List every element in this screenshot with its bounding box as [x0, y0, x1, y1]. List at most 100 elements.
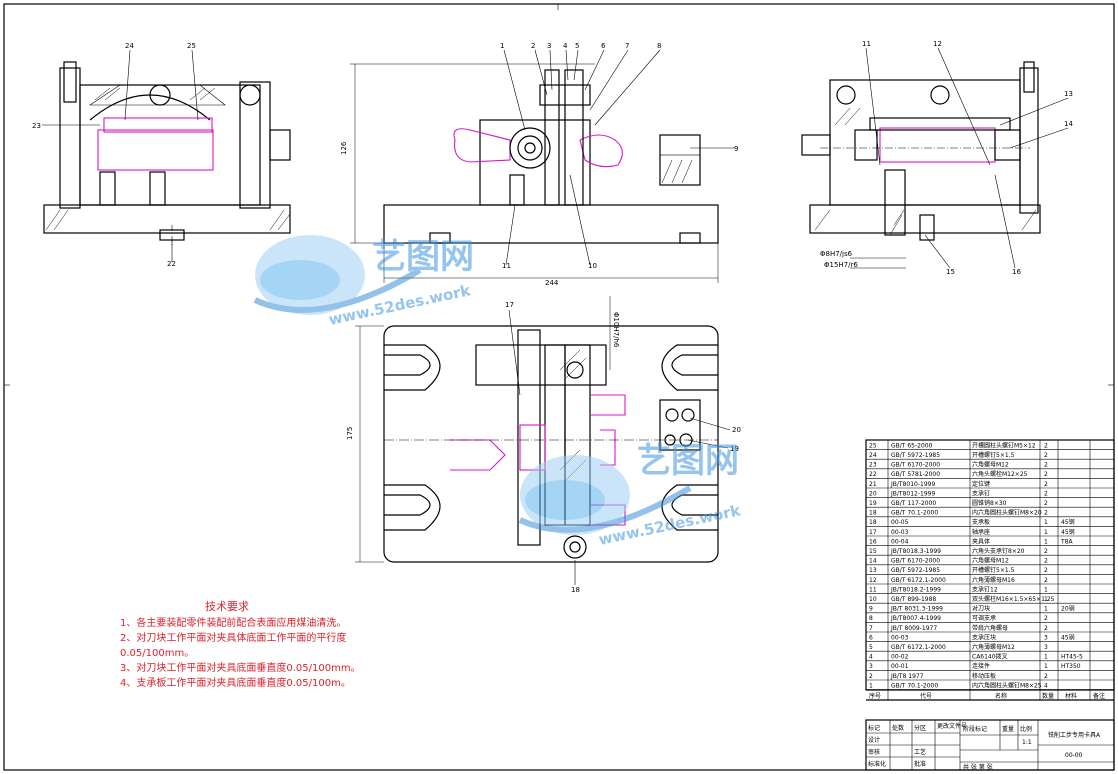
- callout-front-7: 7: [625, 42, 629, 50]
- tb-scale: 1:1: [1022, 739, 1032, 746]
- callout-right-16: 16: [1012, 268, 1021, 276]
- tb-role-design: 设计: [868, 736, 880, 744]
- bom-cell-name: 可调支承: [972, 614, 996, 622]
- callout-front-10: 10: [588, 262, 597, 270]
- tb-drawing-no: 00-00: [1065, 752, 1083, 759]
- bom-cell-qty: 2: [1044, 452, 1048, 459]
- bom-cell-code: GB/T 6172.1-2000: [891, 577, 946, 584]
- bom-cell-name: 内六角圆柱头螺钉M8×20: [972, 509, 1042, 517]
- dim-front-width: 244: [545, 279, 559, 287]
- tb-drawing-title: 铣削工步专用卡具A: [1048, 731, 1101, 739]
- bom-cell-qty: 1: [1044, 529, 1048, 536]
- right-side-view: [801, 61, 1041, 269]
- callout-right-15: 15: [946, 268, 955, 276]
- bom-header-note: 备注: [1093, 692, 1105, 700]
- bom-cell-name: 六角头支承钉8×20: [972, 547, 1025, 555]
- bom-cell-name: 支承压块: [972, 633, 996, 641]
- bom-cell-name: 开槽螺钉5×1.5: [972, 566, 1015, 574]
- bom-cell-qty: 2: [1044, 490, 1048, 497]
- bom-cell-no: 16: [869, 538, 877, 545]
- bom-cell-qty: 1: [1044, 596, 1048, 603]
- callout-left-22: 22: [167, 260, 176, 268]
- bom-cell-mat: 45钢: [1061, 528, 1075, 536]
- bom-cell-no: 11: [869, 586, 877, 593]
- bom-cell-qty: 2: [1044, 577, 1048, 584]
- tech-line: 1、各主要装配零件装配前配合表面应用煤油清洗。: [120, 616, 346, 629]
- bom-cell-mat: 45钢: [1061, 518, 1075, 526]
- tb-std: 标准化: [868, 760, 886, 768]
- bom-header-no: 序号: [869, 692, 881, 700]
- bom-cell-name: 移动压板: [972, 672, 996, 680]
- bom-cell-code: GB/T 899-1988: [891, 596, 936, 603]
- callout-left-24: 24: [125, 42, 134, 50]
- bom-cell-code: JB/T8012-1999: [890, 490, 935, 497]
- tb-sign-zone: 分区: [914, 724, 926, 732]
- bom-cell-code: 00-04: [891, 538, 909, 545]
- bom-cell-code: GB/T 6170-2000: [891, 558, 940, 565]
- tb-sign-change: 更改文件号: [937, 722, 967, 730]
- bom-cell-qty: 2: [1044, 567, 1048, 574]
- bom-cell-name: 六角薄螺母M16: [972, 576, 1015, 584]
- callouts-right: [865, 47, 1069, 269]
- bom-cell-no: 15: [869, 548, 877, 555]
- callout-front-6: 6: [601, 42, 606, 50]
- tb-role-approve: 批准: [914, 760, 926, 768]
- bom-cell-name: 支承板: [972, 518, 990, 526]
- bom-cell-mat: 45钢: [1061, 633, 1075, 641]
- bom-cell-no: 20: [869, 490, 877, 497]
- bom-cell-no: 8: [869, 615, 873, 622]
- bom-cell-no: 19: [869, 500, 877, 507]
- bom-cell-no: 22: [869, 471, 877, 478]
- bom-cell-name: 轴承座: [972, 528, 990, 536]
- bom-cell-name: 圆锥销8×30: [972, 499, 1007, 507]
- bom-cell-mat: HT45-5: [1061, 654, 1083, 661]
- bom-cell-name: CA6140拨叉: [972, 653, 1008, 661]
- bom-cell-name: 对刀块: [972, 605, 990, 613]
- bom-cell-code: JB/T 8009-1977: [890, 625, 937, 632]
- bom-header-name: 名称: [995, 692, 1007, 700]
- bom-cell-name: 开槽圆柱头螺钉M5×12: [972, 441, 1036, 449]
- tb-role-process: 工艺: [914, 748, 926, 756]
- bom-cell-name: 六角螺母M12: [972, 557, 1009, 565]
- bom-cell-code: GB/T 65-2000: [891, 442, 933, 449]
- bom-header-row: 序号 代号 名称 数量 材料 备注: [866, 689, 1114, 701]
- bom-cell-code: JB/T8018.2-1999: [890, 586, 941, 593]
- bom-cell-code: GB/T 70.1-2000: [891, 682, 938, 689]
- bom-cell-name: 带肩六角螺母: [972, 624, 1008, 632]
- callout-front-1: 1: [500, 42, 504, 50]
- dim-right-fit2: Φ15H7/r6: [824, 261, 858, 269]
- bom-cell-qty: 1: [1044, 519, 1048, 526]
- callouts-top: [508, 309, 731, 585]
- drawing-frame: [3, 3, 1115, 771]
- bom-cell-qty: 2: [1044, 462, 1048, 469]
- bom-cell-qty: 2: [1044, 471, 1048, 478]
- bom-cell-no: 12: [869, 577, 877, 584]
- callout-front-8: 8: [657, 42, 661, 50]
- bom-cell-mat: HT350: [1061, 663, 1081, 670]
- bom-cell-code: GB/T 5972-1985: [891, 567, 940, 574]
- callout-top-20: 20: [732, 426, 741, 434]
- bom-cell-code: GB/T 5972-1985: [891, 452, 940, 459]
- watermark-brand: 艺图网: [637, 441, 739, 481]
- bom-cell-no: 21: [869, 481, 877, 488]
- bom-cell-no: 18: [869, 519, 877, 526]
- callout-top-18: 18: [571, 586, 580, 594]
- bom-cell-qty: 2: [1044, 442, 1048, 449]
- bom-cell-qty: 2: [1044, 548, 1048, 555]
- bom-cell-code: 00-03: [891, 634, 909, 641]
- bom-cell-qty: 2: [1044, 673, 1048, 680]
- bom-cell-name: 开槽螺钉5×1.5: [972, 451, 1015, 459]
- bom-cell-name: 支承钉12: [972, 585, 998, 593]
- callouts-left: [42, 49, 199, 262]
- bom-cell-code: GB/T 5781-2000: [891, 471, 940, 478]
- bom-cell-qty: 4: [1044, 682, 1048, 689]
- bom-cell-code: GB/T 6170-2000: [891, 462, 940, 469]
- callout-right-13: 13: [1064, 90, 1073, 98]
- bom-cell-no: 5: [869, 644, 873, 651]
- bom-cell-qty: 1: [1044, 654, 1048, 661]
- callout-front-2: 2: [531, 42, 535, 50]
- callout-top-17: 17: [505, 301, 514, 309]
- bom-header-qty: 数量: [1042, 692, 1054, 700]
- bom-cell-code: JB/T 8031.3-1999: [890, 606, 943, 613]
- bom-cell-qty: 1: [1044, 538, 1048, 545]
